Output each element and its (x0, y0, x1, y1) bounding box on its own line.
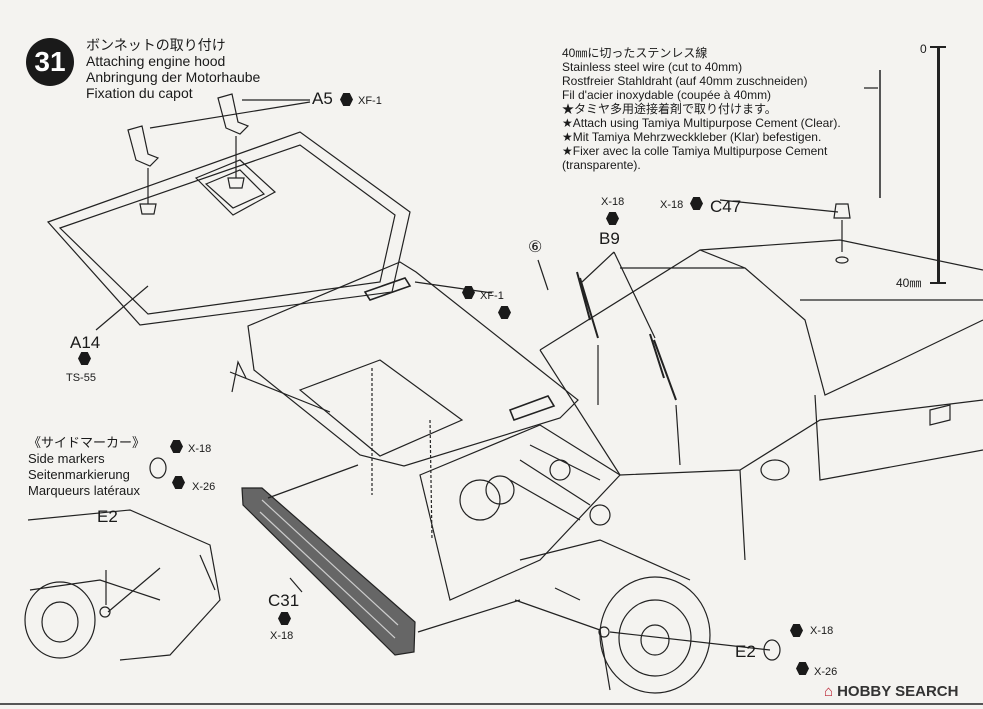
part-a14-paint: TS-55 (66, 372, 96, 384)
wire-note-de: Rostfreier Stahldraht (auf 40mm zuschnei… (562, 74, 808, 88)
part-c47 (833, 203, 851, 219)
marker-paint-b: X-26 (192, 481, 216, 493)
hinge-left (127, 125, 160, 167)
wire-note: 40㎜に切ったステンレス線 Stainless steel wire (cut … (562, 46, 841, 172)
e2r-paint-a: X-18 (810, 625, 834, 637)
title-en: Attaching engine hood (86, 53, 226, 69)
step-number-badge: 31 (26, 38, 74, 86)
car-body (539, 239, 983, 561)
part-c47-label: C47 (710, 197, 742, 216)
part-a5-label: A5 (312, 89, 333, 108)
part-e2-left-label: E2 (97, 507, 118, 526)
wire-note-fr: Fil d'acier inoxydable (coupée à 40mm) (562, 88, 772, 102)
hinge-right (217, 93, 250, 135)
part-c31-paint: X-18 (270, 630, 294, 642)
hood-a14-scoop (194, 159, 277, 216)
part-b9-label: B9 (599, 229, 620, 248)
scale-top-label: 0 (920, 42, 927, 56)
scale-bottom-label: 40㎜ (896, 276, 922, 290)
cement-note-fr: ★Fixer avec la colle Tamiya Multipurpose… (562, 144, 828, 158)
grille-c31 (241, 487, 416, 656)
e2r-paint-b: X-26 (814, 666, 838, 678)
scale-bar (937, 46, 940, 284)
wire-note-en: Stainless steel wire (cut to 40mm) (562, 60, 743, 74)
hood-a14-outline (46, 131, 411, 326)
side-markers-en: Side markers (28, 451, 105, 466)
scale-tick-bottom (930, 282, 946, 284)
cement-note-fr2: (transparente). (562, 158, 641, 172)
part-e2-right-label: E2 (735, 642, 756, 661)
title-de: Anbringung der Motorhaube (86, 69, 261, 85)
part-a14-label: A14 (70, 333, 101, 352)
cement-note-en: ★Attach using Tamiya Multipurpose Cement… (562, 116, 841, 130)
inset-car (27, 509, 221, 661)
hobby-search-logo-icon: ⌂ (824, 683, 834, 700)
part-c31-label: C31 (268, 591, 300, 610)
part-c47-paint: X-18 (660, 199, 684, 211)
bottom-rule (0, 703, 983, 705)
paint-hex-icon (278, 612, 291, 625)
paint-hex-icon (340, 93, 353, 106)
hood-top-outline (247, 261, 579, 467)
paint-hex-icon (796, 662, 809, 675)
paint-hex-icon (170, 440, 183, 453)
wiper-right (649, 333, 677, 401)
paint-hex-icon (606, 212, 619, 225)
hood-paint: XF-1 (480, 290, 504, 302)
cement-note-jp: ★タミヤ多用途接着剤で取り付けます。 (562, 102, 777, 116)
paint-hex-icon (78, 352, 91, 365)
title-jp: ボンネットの取り付け (86, 37, 226, 53)
paint-hex-icon (790, 624, 803, 637)
cement-note-de: ★Mit Tamiya Mehrzweckkleber (Klar) befes… (562, 130, 822, 144)
marker-paint-a: X-18 (188, 443, 212, 455)
side-markers-jp: 《サイドマーカー》 (28, 435, 146, 450)
paint-hex-icon (498, 306, 511, 319)
watermark-text: HOBBY SEARCH (837, 683, 959, 700)
title-fr: Fixation du capot (86, 85, 193, 101)
step-title: ボンネットの取り付け Attaching engine hood Anbring… (86, 37, 260, 101)
paint-hex-icon (462, 286, 475, 299)
watermark: ⌂HOBBY SEARCH (824, 683, 958, 700)
side-markers-note: 《サイドマーカー》 Side markers Seitenmarkierung … (28, 435, 145, 499)
paint-hex-icon (690, 197, 703, 210)
side-markers-fr: Marqueurs latéraux (28, 483, 140, 498)
wiper-left (576, 271, 599, 339)
side-markers-de: Seitenmarkierung (28, 467, 130, 482)
wire-note-jp: 40㎜に切ったステンレス線 (562, 46, 708, 60)
paint-hex-icon (172, 476, 185, 489)
part-b9-paint: X-18 (601, 196, 625, 208)
callout-6: ⑥ (528, 239, 543, 256)
part-a5-paint: XF-1 (358, 95, 382, 107)
